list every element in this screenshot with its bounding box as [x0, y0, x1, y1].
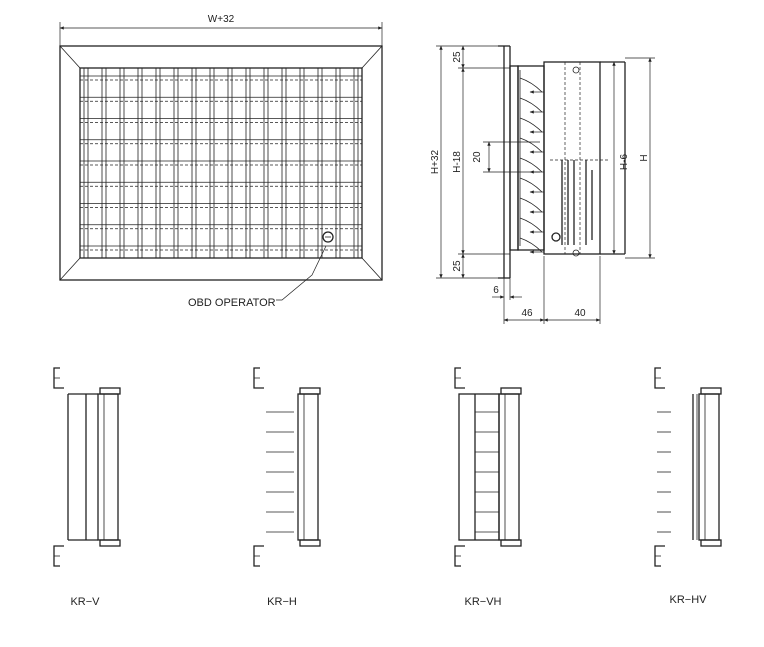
grille-blades: [80, 67, 362, 259]
vertical-blade: [137, 67, 143, 259]
vertical-blade: [263, 67, 269, 259]
frame-cap-top: [500, 387, 522, 395]
variant-caption-kr-v: KR−V: [70, 596, 100, 608]
vertical-blade: [281, 67, 287, 259]
vertical-blade: [227, 67, 233, 259]
vertical-blade: [245, 67, 251, 259]
vertical-blade: [101, 67, 107, 259]
vertical-blade: [173, 67, 179, 259]
variant-kr-h: [253, 367, 321, 567]
flange-thickness-dimension: 6: [493, 285, 499, 296]
damper-height-dimension: H-6: [619, 154, 630, 171]
vertical-blade: [83, 67, 89, 259]
front-view: W+32 OBD OPERATOR: [59, 14, 383, 309]
obd-operator-label: OBD OPERATOR: [188, 297, 276, 309]
vertical-blade: [299, 67, 305, 259]
blade-profile: [519, 137, 543, 153]
blade-spacing-dimension: 20: [472, 151, 483, 163]
blade-profile: [519, 237, 543, 253]
blade-profile: [519, 97, 543, 113]
variant-kr-v: [53, 367, 121, 567]
frame-cap-bottom: [299, 539, 321, 547]
frame-body: [698, 393, 720, 541]
bottom-flange-dimension: 25: [452, 260, 463, 272]
blade-profile: [519, 157, 543, 173]
overall-height-dimension: H+32: [430, 149, 441, 174]
blade-profile: [519, 177, 543, 193]
blade-profile: [519, 197, 543, 213]
frame-cap-bottom: [99, 539, 121, 547]
variant-kr-hv: [654, 367, 722, 567]
vertical-blade: [335, 67, 341, 259]
frame-cap-bottom: [700, 539, 722, 547]
inner-opening: [79, 67, 363, 259]
blade-profile: [519, 217, 543, 233]
frame-cap-bottom: [500, 539, 522, 547]
vertical-blade: [119, 67, 125, 259]
frame-body: [297, 393, 319, 541]
vertical-blade: [155, 67, 161, 259]
frame-cap-top: [700, 387, 722, 395]
damper-depth-dimension: 40: [574, 308, 586, 319]
variant-caption-kr-hv: KR−HV: [670, 594, 708, 606]
variant-caption-kr-h: KR−H: [267, 596, 297, 608]
side-section-view: H+32 25 25 H-18 20 H-6 H 6 46: [430, 45, 655, 324]
frame-body: [97, 393, 119, 541]
damper-box: [543, 61, 601, 255]
vertical-blade: [353, 67, 359, 259]
variant-caption-kr-vh: KR−VH: [465, 596, 502, 608]
blade-box: [458, 393, 500, 541]
obd-operator-icon: [322, 231, 334, 243]
vertical-blade: [191, 67, 197, 259]
vertical-blade: [317, 67, 323, 259]
blade-profile: [519, 77, 543, 93]
variant-kr-vh: [454, 367, 522, 567]
inner-height-dimension: H-18: [452, 151, 463, 173]
side-blades: [519, 77, 544, 254]
grille-depth-dimension: 46: [521, 308, 533, 319]
vertical-blade: [209, 67, 215, 259]
outer-frame: [59, 45, 383, 281]
frame-cap-top: [99, 387, 121, 395]
frame-cap-top: [299, 387, 321, 395]
width-dimension: W+32: [208, 14, 235, 25]
blade-profile: [519, 117, 543, 133]
frame-body: [498, 393, 520, 541]
top-flange-dimension: 25: [452, 51, 463, 63]
variant-profiles: KR−V KR−H KR−VH KR−HV: [53, 367, 722, 608]
height-dimension: H: [639, 154, 650, 161]
